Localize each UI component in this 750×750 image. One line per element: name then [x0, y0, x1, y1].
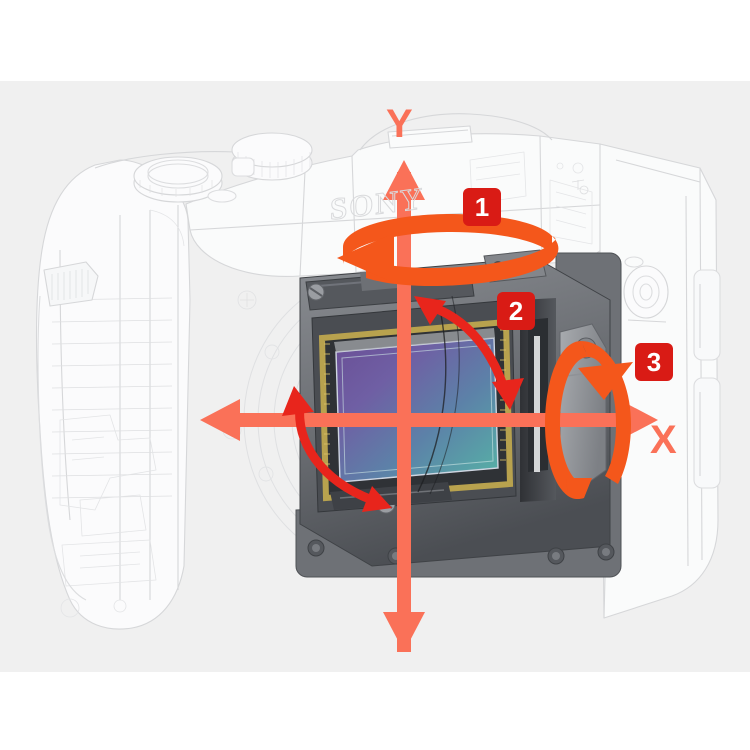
tilt-rotation-curve — [282, 386, 392, 512]
callout-badge-1: 1 — [463, 188, 501, 226]
yaw-rotation-ring — [337, 214, 559, 286]
y-axis-arrow — [383, 160, 425, 652]
pitch-rotation-curve — [414, 296, 524, 410]
roll-rotation-ring — [545, 341, 633, 500]
callout-badge-2: 2 — [497, 292, 535, 330]
axis-label-x: X — [650, 418, 677, 462]
callout-badge-3: 3 — [635, 343, 673, 381]
image-sensor-surface — [335, 337, 499, 483]
axis-label-y: Y — [386, 102, 413, 146]
sensor-assembly — [295, 249, 622, 578]
